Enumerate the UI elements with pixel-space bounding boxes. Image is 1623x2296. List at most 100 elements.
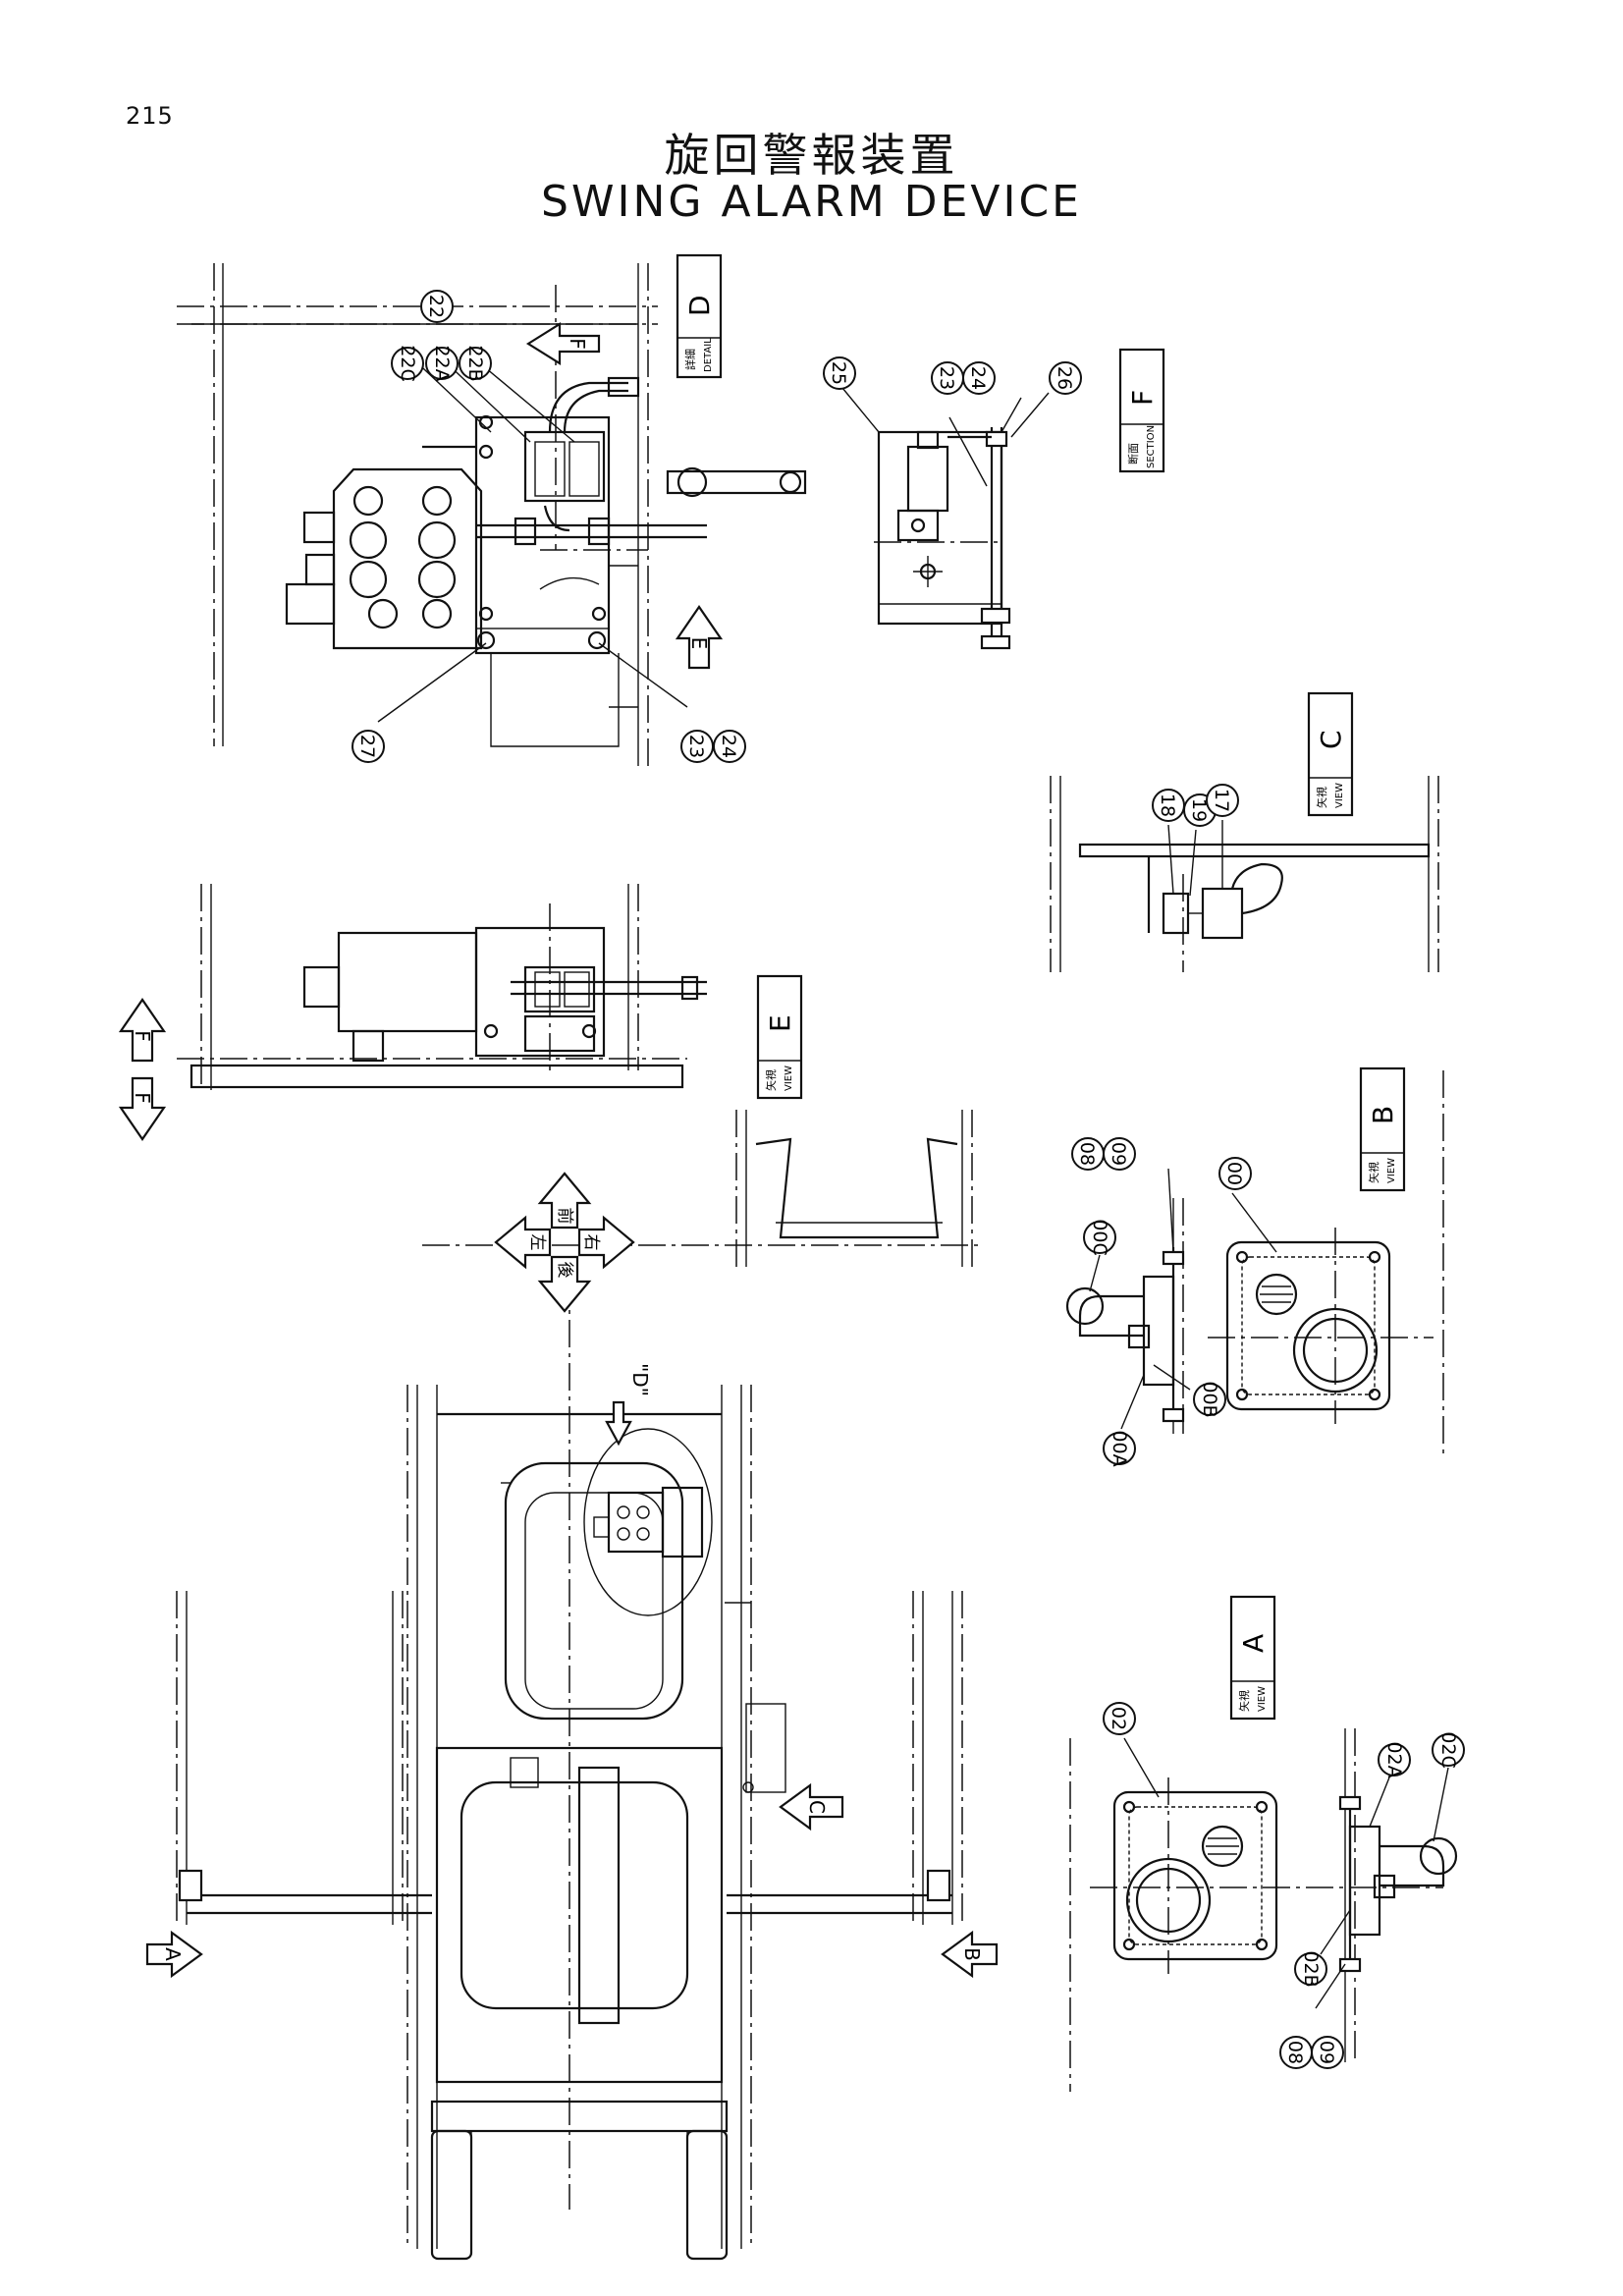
svg-text:02B: 02B (1300, 1950, 1322, 1987)
view-b-drawing (1065, 1070, 1444, 1453)
title-japanese: 旋回警報装置 (664, 129, 959, 182)
label-view-c-en: VIEW (1334, 783, 1345, 808)
machine-plan-drawing (176, 1110, 982, 2261)
svg-text:22: 22 (425, 295, 447, 318)
svg-text:22A: 22A (431, 345, 453, 381)
label-view-a-ja: 矢視 (1237, 1690, 1251, 1712)
view-arrow-c-label: C (805, 1800, 829, 1814)
svg-text:09: 09 (1108, 1142, 1129, 1166)
label-view-e-letter: E (764, 1014, 796, 1032)
label-view-b-letter: B (1367, 1106, 1399, 1124)
label-section-f-en: SECTION (1146, 425, 1157, 468)
section-f-leaders (841, 387, 1050, 487)
svg-text:08: 08 (1076, 1142, 1098, 1166)
direction-compass: 前 後 左 右 (494, 1172, 635, 1313)
label-view-e-en: VIEW (784, 1066, 794, 1091)
view-a-drawing (1069, 1728, 1458, 2092)
page-number: 215 (126, 102, 174, 130)
svg-text:27: 27 (356, 735, 378, 758)
view-c-leaders (1167, 820, 1223, 897)
callout-00a: 00A (1103, 1430, 1136, 1467)
label-section-f-ja: 断面 (1126, 443, 1140, 465)
part-callouts: 22 22C 22A 22B 27 23 24 25 23 24 26 18 1… (352, 290, 1465, 2069)
view-arrow-b-label: B (960, 1947, 984, 1961)
callout-08-view-a: 08 (1279, 2036, 1313, 2069)
callout-02c: 02C (1432, 1731, 1465, 1769)
label-view-a: 矢視 VIEW A (1229, 1595, 1276, 1721)
view-arrow-c: C (779, 1782, 844, 1831)
svg-text:00B: 00B (1199, 1381, 1220, 1417)
callout-09-view-b: 09 (1103, 1137, 1136, 1171)
view-arrow-f-top-label: F (566, 338, 589, 350)
svg-text:25: 25 (828, 361, 849, 385)
view-arrow-e-label: E (687, 637, 711, 650)
label-view-e: 矢視 VIEW E (756, 974, 803, 1100)
svg-text:00: 00 (1223, 1162, 1245, 1185)
label-view-a-en: VIEW (1257, 1686, 1268, 1712)
view-arrow-f-left-up: F (118, 998, 167, 1063)
callout-24-section-f: 24 (962, 361, 996, 395)
svg-text:02: 02 (1108, 1707, 1129, 1730)
label-view-e-ja: 矢視 (764, 1069, 778, 1091)
svg-text:08: 08 (1284, 2041, 1306, 2064)
detail-d-leaders (191, 323, 688, 723)
label-detail-d-en: DETAIL (703, 338, 714, 372)
label-detail-d: 詳細 DETAIL D (676, 253, 723, 379)
view-c-drawing (1050, 776, 1439, 972)
svg-text:00C: 00C (1089, 1219, 1110, 1255)
svg-text:00A: 00A (1109, 1430, 1130, 1466)
compass-front-label: 前 (555, 1208, 574, 1225)
view-arrow-b: B (941, 1930, 999, 1979)
view-arrow-d-label: "D" (628, 1363, 652, 1396)
label-view-c: 矢視 VIEW C (1307, 691, 1354, 817)
compass-rear-label: 後 (555, 1262, 574, 1279)
svg-text:24: 24 (718, 735, 739, 758)
svg-text:23: 23 (685, 735, 707, 758)
callout-23-detail-d: 23 (680, 730, 714, 763)
label-section-f: 断面 SECTION F (1118, 348, 1165, 473)
callout-22b: 22B (459, 345, 492, 382)
label-section-f-letter: F (1126, 390, 1159, 406)
callout-22a: 22A (425, 345, 459, 382)
svg-text:02A: 02A (1383, 1741, 1405, 1777)
view-arrow-f-left-down: F (118, 1076, 167, 1141)
svg-text:22B: 22B (464, 345, 486, 381)
view-arrow-a-label: A (161, 1947, 185, 1961)
callout-22c: 22C (391, 345, 424, 382)
view-arrow-f-top: F (525, 322, 601, 365)
svg-text:26: 26 (1054, 366, 1075, 390)
callout-25: 25 (823, 356, 856, 390)
callout-00b: 00B (1193, 1381, 1226, 1418)
callout-27: 27 (352, 730, 385, 763)
compass-left-label: 左 (527, 1234, 547, 1251)
view-arrow-f-left-up-label: F (131, 1030, 154, 1042)
view-b-leaders (1089, 1168, 1277, 1430)
label-detail-d-letter: D (683, 295, 716, 316)
view-arrow-d: "D" (605, 1363, 652, 1447)
callout-09-view-a: 09 (1311, 2036, 1344, 2069)
svg-text:24: 24 (967, 366, 989, 390)
view-arrow-f-left-down-label: F (131, 1092, 154, 1104)
callout-02: 02 (1103, 1702, 1136, 1735)
section-f-drawing (874, 427, 1011, 650)
compass-right-label: 右 (581, 1234, 601, 1251)
callout-24-detail-d: 24 (713, 730, 746, 763)
callout-17: 17 (1206, 784, 1239, 817)
svg-text:09: 09 (1316, 2041, 1337, 2064)
view-a-leaders (1123, 1737, 1449, 2009)
svg-text:22C: 22C (397, 345, 418, 381)
callout-02b: 02B (1294, 1950, 1327, 1988)
callout-26: 26 (1049, 361, 1082, 395)
label-view-c-ja: 矢視 (1315, 787, 1328, 808)
svg-text:18: 18 (1157, 793, 1178, 817)
callout-02a: 02A (1378, 1741, 1411, 1778)
label-view-c-letter: C (1315, 730, 1347, 749)
label-detail-d-ja: 詳細 (683, 349, 697, 370)
label-view-b: 矢視 VIEW B (1359, 1066, 1406, 1192)
svg-text:23: 23 (936, 366, 957, 390)
callout-22: 22 (420, 290, 454, 323)
svg-text:17: 17 (1211, 789, 1232, 812)
label-view-a-letter: A (1237, 1634, 1270, 1653)
callout-23-section-f: 23 (931, 361, 964, 395)
